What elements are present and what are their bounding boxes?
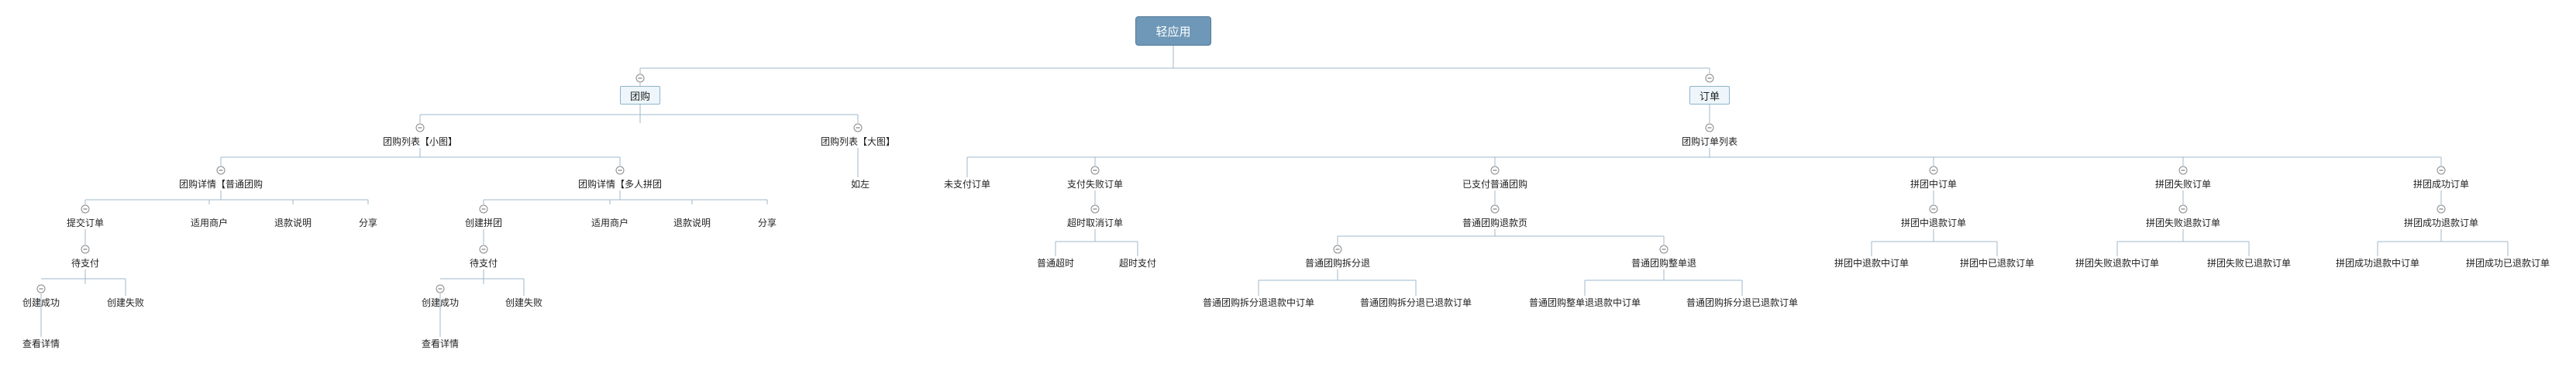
collapse-toggle-icon[interactable] [1490, 204, 1500, 214]
node-whole-refunding[interactable]: 普通团购整单退退款中订单 [1528, 297, 1641, 308]
node-in-group-refunded[interactable]: 拼团中已退款订单 [1959, 258, 2035, 269]
node-merchant-normal[interactable]: 适用商户 [190, 218, 229, 228]
node-whole-refund[interactable]: 普通团购整单退 [1631, 258, 1697, 269]
root-node[interactable]: 轻应用 [1135, 16, 1211, 46]
node-refund-note-multi[interactable]: 退款说明 [673, 218, 711, 228]
node-pending-multi[interactable]: 待支付 [469, 258, 498, 269]
collapse-toggle-icon[interactable] [81, 204, 90, 214]
node-fail-multi[interactable]: 创建失败 [505, 297, 543, 308]
node-success-normal[interactable]: 创建成功 [22, 297, 60, 308]
collapse-toggle-icon[interactable] [2437, 166, 2446, 175]
collapse-toggle-icon[interactable] [36, 284, 46, 293]
collapse-toggle-icon[interactable] [216, 166, 226, 175]
collapse-toggle-icon[interactable] [1705, 123, 1714, 132]
collapse-toggle-icon[interactable] [2178, 204, 2188, 214]
node-list-small[interactable]: 团购列表【小图】 [382, 136, 458, 147]
collapse-toggle-icon[interactable] [853, 123, 863, 132]
collapse-toggle-icon[interactable] [1705, 74, 1714, 83]
collapse-toggle-icon[interactable] [1333, 245, 1342, 254]
node-split-refund[interactable]: 普通团购拆分退 [1304, 258, 1371, 269]
collapse-toggle-icon[interactable] [1090, 204, 1100, 214]
node-timeout-order[interactable]: 超时取消订单 [1066, 218, 1124, 228]
node-paid-normal[interactable]: 已支付普通团购 [1462, 179, 1528, 190]
node-create-group[interactable]: 创建拼团 [464, 218, 503, 228]
node-group-ok-refunded[interactable]: 拼团成功已退款订单 [2465, 258, 2550, 269]
collapse-toggle-icon[interactable] [1929, 204, 1938, 214]
node-group-fail-refunded[interactable]: 拼团失败已退款订单 [2206, 258, 2292, 269]
collapse-toggle-icon[interactable] [615, 166, 625, 175]
node-groupbuy[interactable]: 团购 [619, 86, 661, 105]
collapse-toggle-icon[interactable] [2437, 204, 2446, 214]
node-list-large[interactable]: 团购列表【大图】 [820, 136, 896, 147]
collapse-toggle-icon[interactable] [1659, 245, 1669, 254]
node-merchant-multi[interactable]: 适用商户 [591, 218, 629, 228]
collapse-toggle-icon[interactable] [1929, 166, 1938, 175]
node-orders[interactable]: 订单 [1689, 86, 1731, 105]
collapse-toggle-icon[interactable] [1490, 166, 1500, 175]
node-payfail-order[interactable]: 支付失败订单 [1066, 179, 1124, 190]
node-refund-note-normal[interactable]: 退款说明 [274, 218, 312, 228]
node-whole-refunded[interactable]: 普通团购拆分退已退款订单 [1686, 297, 1799, 308]
node-refund-page[interactable]: 普通团购退款页 [1462, 218, 1528, 228]
node-normal-timeout[interactable]: 普通超时 [1036, 258, 1075, 269]
node-group-fail-order[interactable]: 拼团失败订单 [2154, 179, 2212, 190]
node-group-ok-order[interactable]: 拼团成功订单 [2412, 179, 2470, 190]
node-split-refunded[interactable]: 普通团购拆分退已退款订单 [1359, 297, 1472, 308]
node-pending-normal[interactable]: 待支付 [71, 258, 100, 269]
collapse-toggle-icon[interactable] [2178, 166, 2188, 175]
node-success-multi[interactable]: 创建成功 [421, 297, 460, 308]
collapse-toggle-icon[interactable] [81, 245, 90, 254]
node-submit-order[interactable]: 提交订单 [66, 218, 105, 228]
node-unpaid-order[interactable]: 未支付订单 [943, 179, 991, 190]
node-view-multi[interactable]: 查看详情 [421, 338, 460, 349]
node-timeout-pay[interactable]: 超时支付 [1118, 258, 1157, 269]
collapse-toggle-icon[interactable] [415, 123, 425, 132]
node-fail-normal[interactable]: 创建失败 [106, 297, 145, 308]
node-split-refunding[interactable]: 普通团购拆分退退款中订单 [1202, 297, 1315, 308]
node-group-ok-refunding[interactable]: 拼团成功退款中订单 [2335, 258, 2420, 269]
collapse-toggle-icon[interactable] [436, 284, 445, 293]
node-share-normal[interactable]: 分享 [358, 218, 378, 228]
collapse-toggle-icon[interactable] [635, 74, 645, 83]
node-detail-normal[interactable]: 团购详情【普通团购 [178, 179, 263, 190]
node-group-fail-refunding[interactable]: 拼团失败退款中订单 [2075, 258, 2160, 269]
collapse-toggle-icon[interactable] [1090, 166, 1100, 175]
node-view-normal[interactable]: 查看详情 [22, 338, 60, 349]
node-in-group-refunding[interactable]: 拼团中退款中订单 [1834, 258, 1910, 269]
node-share-multi[interactable]: 分享 [757, 218, 777, 228]
node-detail-multi[interactable]: 团购详情【多人拼团 [577, 179, 663, 190]
node-order-list[interactable]: 团购订单列表 [1681, 136, 1738, 147]
node-in-group-order[interactable]: 拼团中订单 [1910, 179, 1958, 190]
collapse-toggle-icon[interactable] [479, 204, 488, 214]
node-group-fail-refund[interactable]: 拼团失败退款订单 [2145, 218, 2221, 228]
node-group-ok-refund[interactable]: 拼团成功退款订单 [2403, 218, 2479, 228]
collapse-toggle-icon[interactable] [479, 245, 488, 254]
node-same-as-left[interactable]: 如左 [850, 179, 870, 190]
node-in-group-refund[interactable]: 拼团中退款订单 [1900, 218, 1967, 228]
